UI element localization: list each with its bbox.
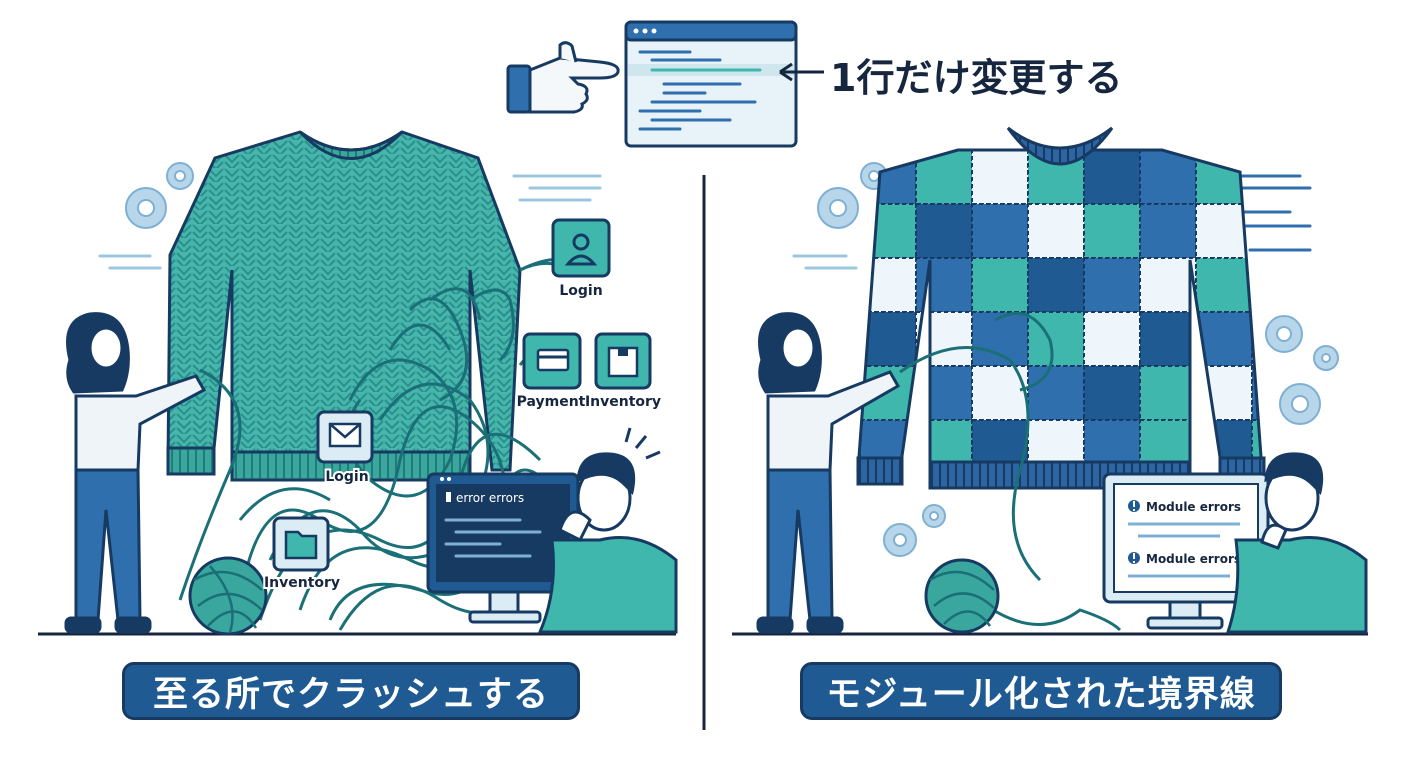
code-window bbox=[624, 20, 798, 148]
sweater-patch bbox=[859, 257, 917, 313]
sweater-patch bbox=[1083, 150, 1141, 205]
gear-icon bbox=[817, 162, 1339, 557]
sweater-patch bbox=[1139, 365, 1197, 421]
sweater-patch bbox=[915, 203, 973, 259]
module-tile-login-mail: Login bbox=[316, 410, 374, 487]
module-tile-inventory-folder: Inventory bbox=[262, 516, 342, 593]
svg-text:Payment: Payment bbox=[517, 394, 586, 410]
arrow-left-icon bbox=[779, 62, 824, 82]
module-tile-inventory: Inventory bbox=[585, 332, 661, 410]
module-tile-payment: Payment bbox=[517, 332, 586, 410]
sweater-patch bbox=[1083, 311, 1141, 367]
crash-everywhere-banner: 至る所でクラッシュする bbox=[122, 662, 580, 720]
sweater-patch bbox=[1139, 257, 1197, 313]
alert-icon bbox=[1128, 500, 1140, 512]
svg-text:Inventory: Inventory bbox=[585, 394, 661, 410]
woman-figure-right bbox=[756, 312, 901, 634]
sweater-patch bbox=[1027, 203, 1085, 259]
sweater-patch bbox=[1139, 311, 1197, 367]
sweater-patch bbox=[1139, 150, 1197, 205]
monitor-right: Module errors Module errors bbox=[1102, 472, 1270, 630]
sweater-patch bbox=[859, 203, 917, 259]
svg-text:Login: Login bbox=[325, 469, 368, 485]
thinking-man-figure bbox=[1225, 452, 1368, 634]
sweater-patch bbox=[1027, 365, 1085, 421]
sweater-patch bbox=[971, 150, 1029, 205]
sweater-patch bbox=[1139, 203, 1197, 259]
woman-figure-left bbox=[64, 312, 207, 634]
stressed-man-figure bbox=[537, 427, 678, 634]
pointing-hand-icon bbox=[506, 41, 620, 114]
sweater-patch bbox=[1195, 365, 1253, 421]
alert-icon bbox=[1128, 552, 1140, 564]
svg-text:Module errors: Module errors bbox=[1146, 552, 1241, 566]
module-tile-login: Login bbox=[551, 218, 611, 299]
sweater-patch bbox=[1027, 311, 1085, 367]
svg-text:Module errors: Module errors bbox=[1146, 500, 1241, 514]
box-icon bbox=[607, 346, 639, 378]
sweater-patch bbox=[1083, 203, 1141, 259]
sweater-patch bbox=[1195, 257, 1253, 313]
yarn-ball bbox=[924, 558, 1000, 634]
sweater-patch bbox=[1027, 257, 1085, 313]
svg-text:error errors: error errors bbox=[456, 491, 524, 505]
sweater-patch bbox=[1251, 257, 1262, 313]
credit-card-icon bbox=[536, 348, 570, 372]
sweater-patch bbox=[1083, 365, 1141, 421]
folder-icon bbox=[284, 530, 318, 560]
mail-icon bbox=[328, 422, 362, 448]
sweater-patch bbox=[971, 203, 1029, 259]
sweater-patch bbox=[1251, 419, 1262, 470]
svg-text:Inventory: Inventory bbox=[264, 575, 340, 591]
sweater-patch bbox=[971, 257, 1029, 313]
modular-boundaries-banner: モジュール化された境界線 bbox=[800, 662, 1282, 720]
motion-lines bbox=[98, 174, 602, 270]
sweater-patch bbox=[915, 365, 973, 421]
gear-icon bbox=[125, 162, 194, 229]
user-icon bbox=[564, 233, 598, 266]
sweater-patch bbox=[1083, 257, 1141, 313]
monitor-left: error errors bbox=[426, 472, 580, 624]
yarn-ball bbox=[188, 556, 268, 636]
sweater-patch bbox=[971, 311, 1029, 367]
change-one-line-caption: 1行だけ変更する bbox=[830, 56, 1123, 100]
svg-text:Login: Login bbox=[559, 283, 602, 299]
yarn-thread bbox=[899, 346, 1122, 632]
patchwork-sweater bbox=[856, 126, 1266, 490]
